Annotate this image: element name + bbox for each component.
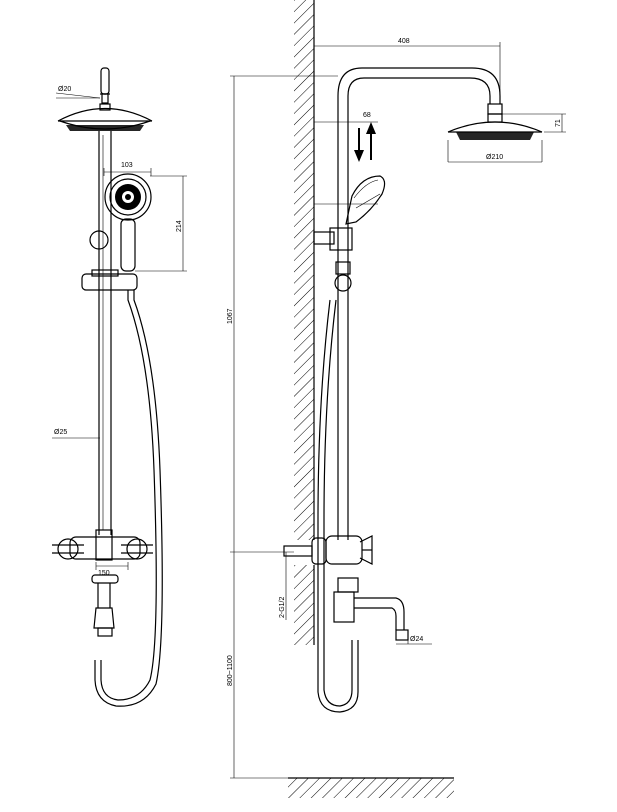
dim-71: 71 xyxy=(555,119,562,127)
dim-408: 408 xyxy=(398,38,410,45)
floor-section xyxy=(288,777,454,798)
holder-knob xyxy=(89,230,109,250)
mixer-front xyxy=(52,529,153,561)
shower-arm-side xyxy=(337,67,503,540)
top-nipple xyxy=(100,67,110,95)
dim-g12: 2-G1/2 xyxy=(279,596,286,618)
front-view xyxy=(52,67,163,707)
riser-pipe-front xyxy=(98,131,112,535)
dim-214: 214 xyxy=(176,220,183,232)
height-adjust-arrows xyxy=(354,122,376,162)
slide-bracket-front xyxy=(81,269,138,291)
side-dimensions: 408 68 71 Ø210 1067 800~1100 2-G1/2 Ø24 xyxy=(227,38,566,779)
wall-bracket-side xyxy=(313,227,353,292)
dim-1067: 1067 xyxy=(227,308,234,324)
dim-d25: Ø25 xyxy=(54,429,67,436)
hose-front xyxy=(94,290,163,707)
hand-shower-side xyxy=(345,175,386,225)
rain-shower-head-side xyxy=(447,113,543,140)
dim-150: 150 xyxy=(98,570,110,577)
dim-800-1100: 800~1100 xyxy=(227,655,234,686)
dim-103: 103 xyxy=(121,162,133,169)
dim-68: 68 xyxy=(363,112,371,119)
spout-side xyxy=(333,577,409,641)
hand-shower-front xyxy=(104,173,152,272)
spout-front xyxy=(91,574,119,637)
hose-side xyxy=(317,299,359,713)
rain-shower-head-front xyxy=(57,103,153,131)
dim-d20: Ø20 xyxy=(58,86,71,93)
wall-section xyxy=(294,0,315,645)
mixer-side xyxy=(283,535,373,565)
dim-d210: Ø210 xyxy=(486,154,503,161)
dim-d24: Ø24 xyxy=(410,636,423,643)
front-dimensions: Ø20 Ø25 103 214 150 xyxy=(52,86,187,577)
